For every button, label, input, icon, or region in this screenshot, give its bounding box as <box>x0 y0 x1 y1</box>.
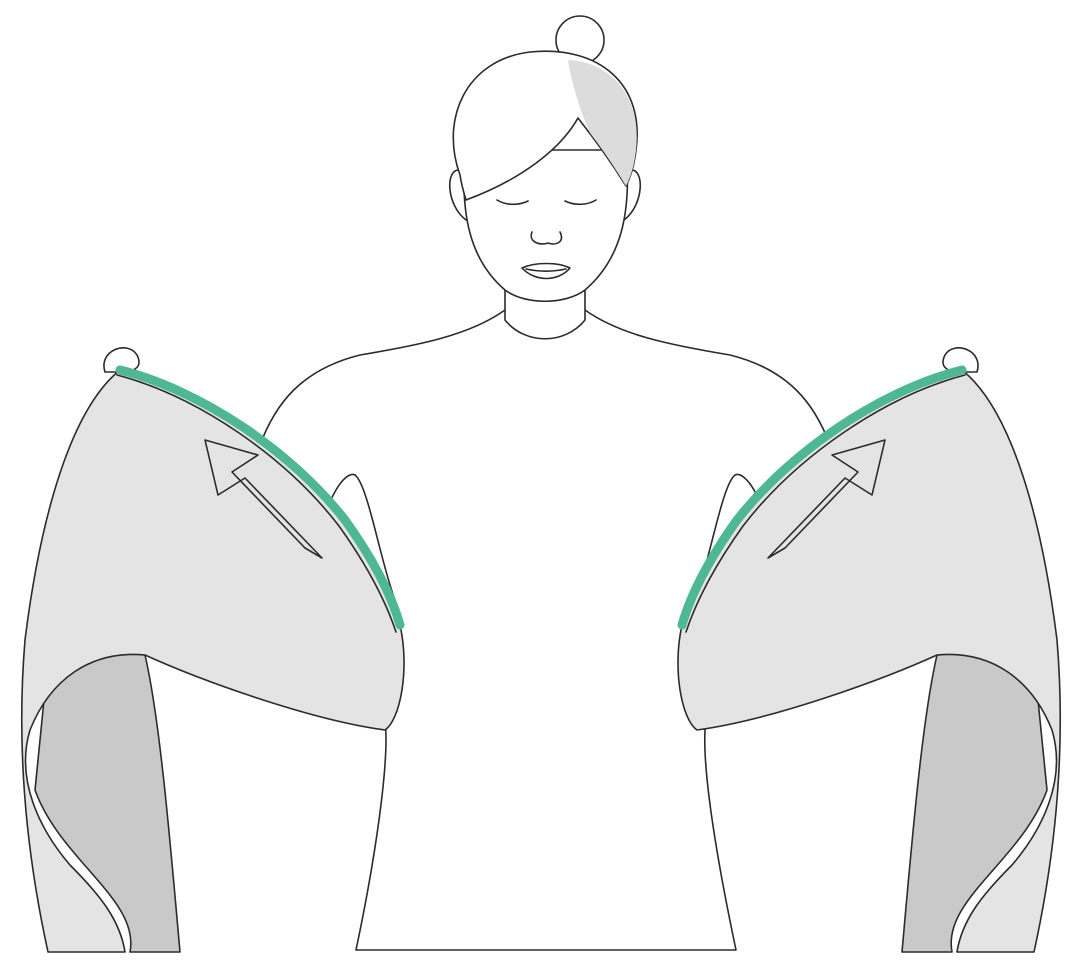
person-figure <box>260 16 830 950</box>
